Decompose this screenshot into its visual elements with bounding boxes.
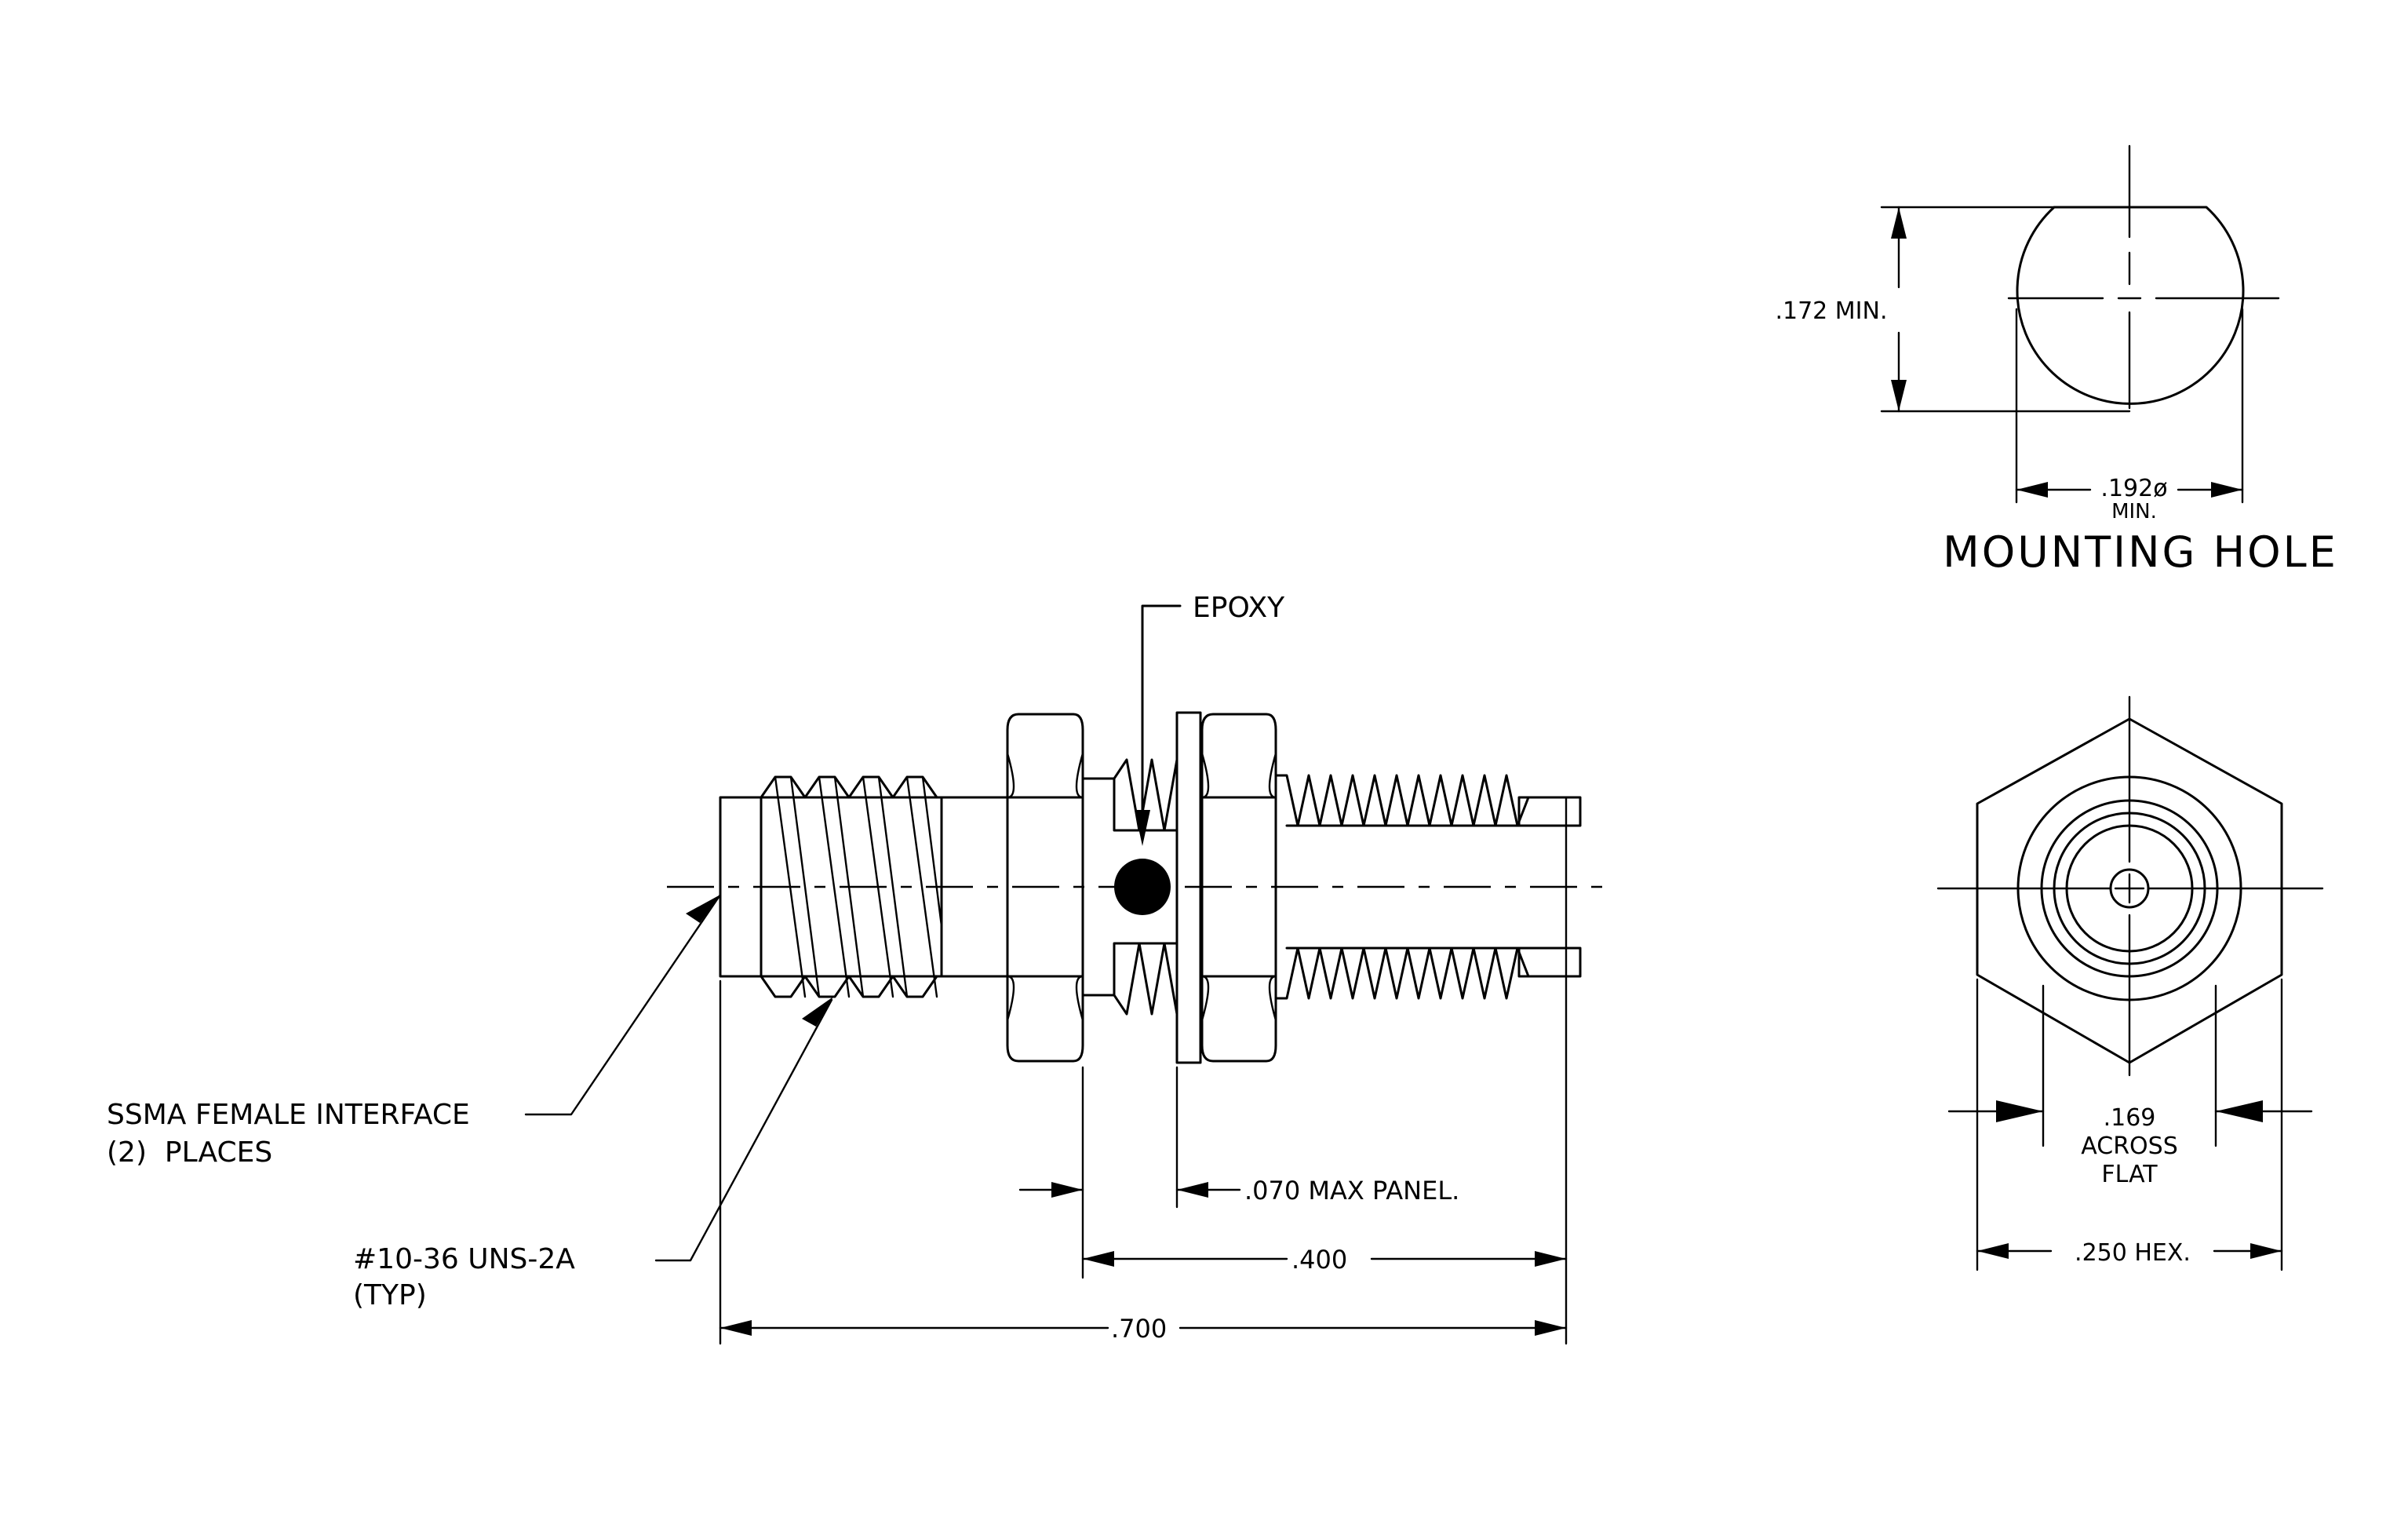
hole-diameter-min-label: MIN. — [2111, 500, 2157, 523]
across-flat-line2: ACROSS — [2081, 1133, 2178, 1160]
thread-leader — [654, 998, 833, 1262]
across-flat-line3: FLAT — [2101, 1161, 2158, 1188]
left-threaded-body — [760, 775, 943, 998]
interface-label-line1: SSMA FEMALE INTERFACE — [107, 1099, 470, 1131]
dim-400-label: .400 — [1291, 1245, 1347, 1275]
mounting-hole-title: MOUNTING HOLE — [1943, 527, 2338, 577]
connector-side-view — [524, 604, 1616, 1345]
dim-700-label: .700 — [1111, 1314, 1167, 1344]
epoxy-dot — [1114, 859, 1171, 915]
panel-washer — [1175, 711, 1202, 1064]
hole-diameter-label: .192ø — [2100, 475, 2167, 502]
thread-label-line2: (TYP) — [353, 1279, 427, 1311]
max-panel-dim-label: .070 MAX PANEL. — [1244, 1176, 1459, 1205]
epoxy-label: EPOXY — [1193, 592, 1285, 624]
mounting-hole-view — [1880, 144, 2280, 504]
across-flat-value: .169 — [2104, 1104, 2156, 1132]
hex-end-view — [1936, 695, 2324, 1271]
epoxy-leader — [1141, 604, 1182, 841]
hex-nut-left — [1006, 713, 1084, 1063]
thread-label-line1: #10-36 UNS-2A — [353, 1243, 575, 1275]
interface-label-line2: (2) PLACES — [107, 1136, 272, 1169]
hole-height-label: .172 MIN. — [1775, 297, 1887, 325]
interface-leader — [524, 893, 722, 1116]
d-shaped-hole — [2016, 206, 2245, 405]
hex-nut-right — [1200, 713, 1277, 1063]
hex-dim-label: .250 HEX. — [2075, 1239, 2191, 1267]
rear-thread — [1274, 774, 1582, 1000]
left-face-cylinder — [719, 796, 763, 978]
